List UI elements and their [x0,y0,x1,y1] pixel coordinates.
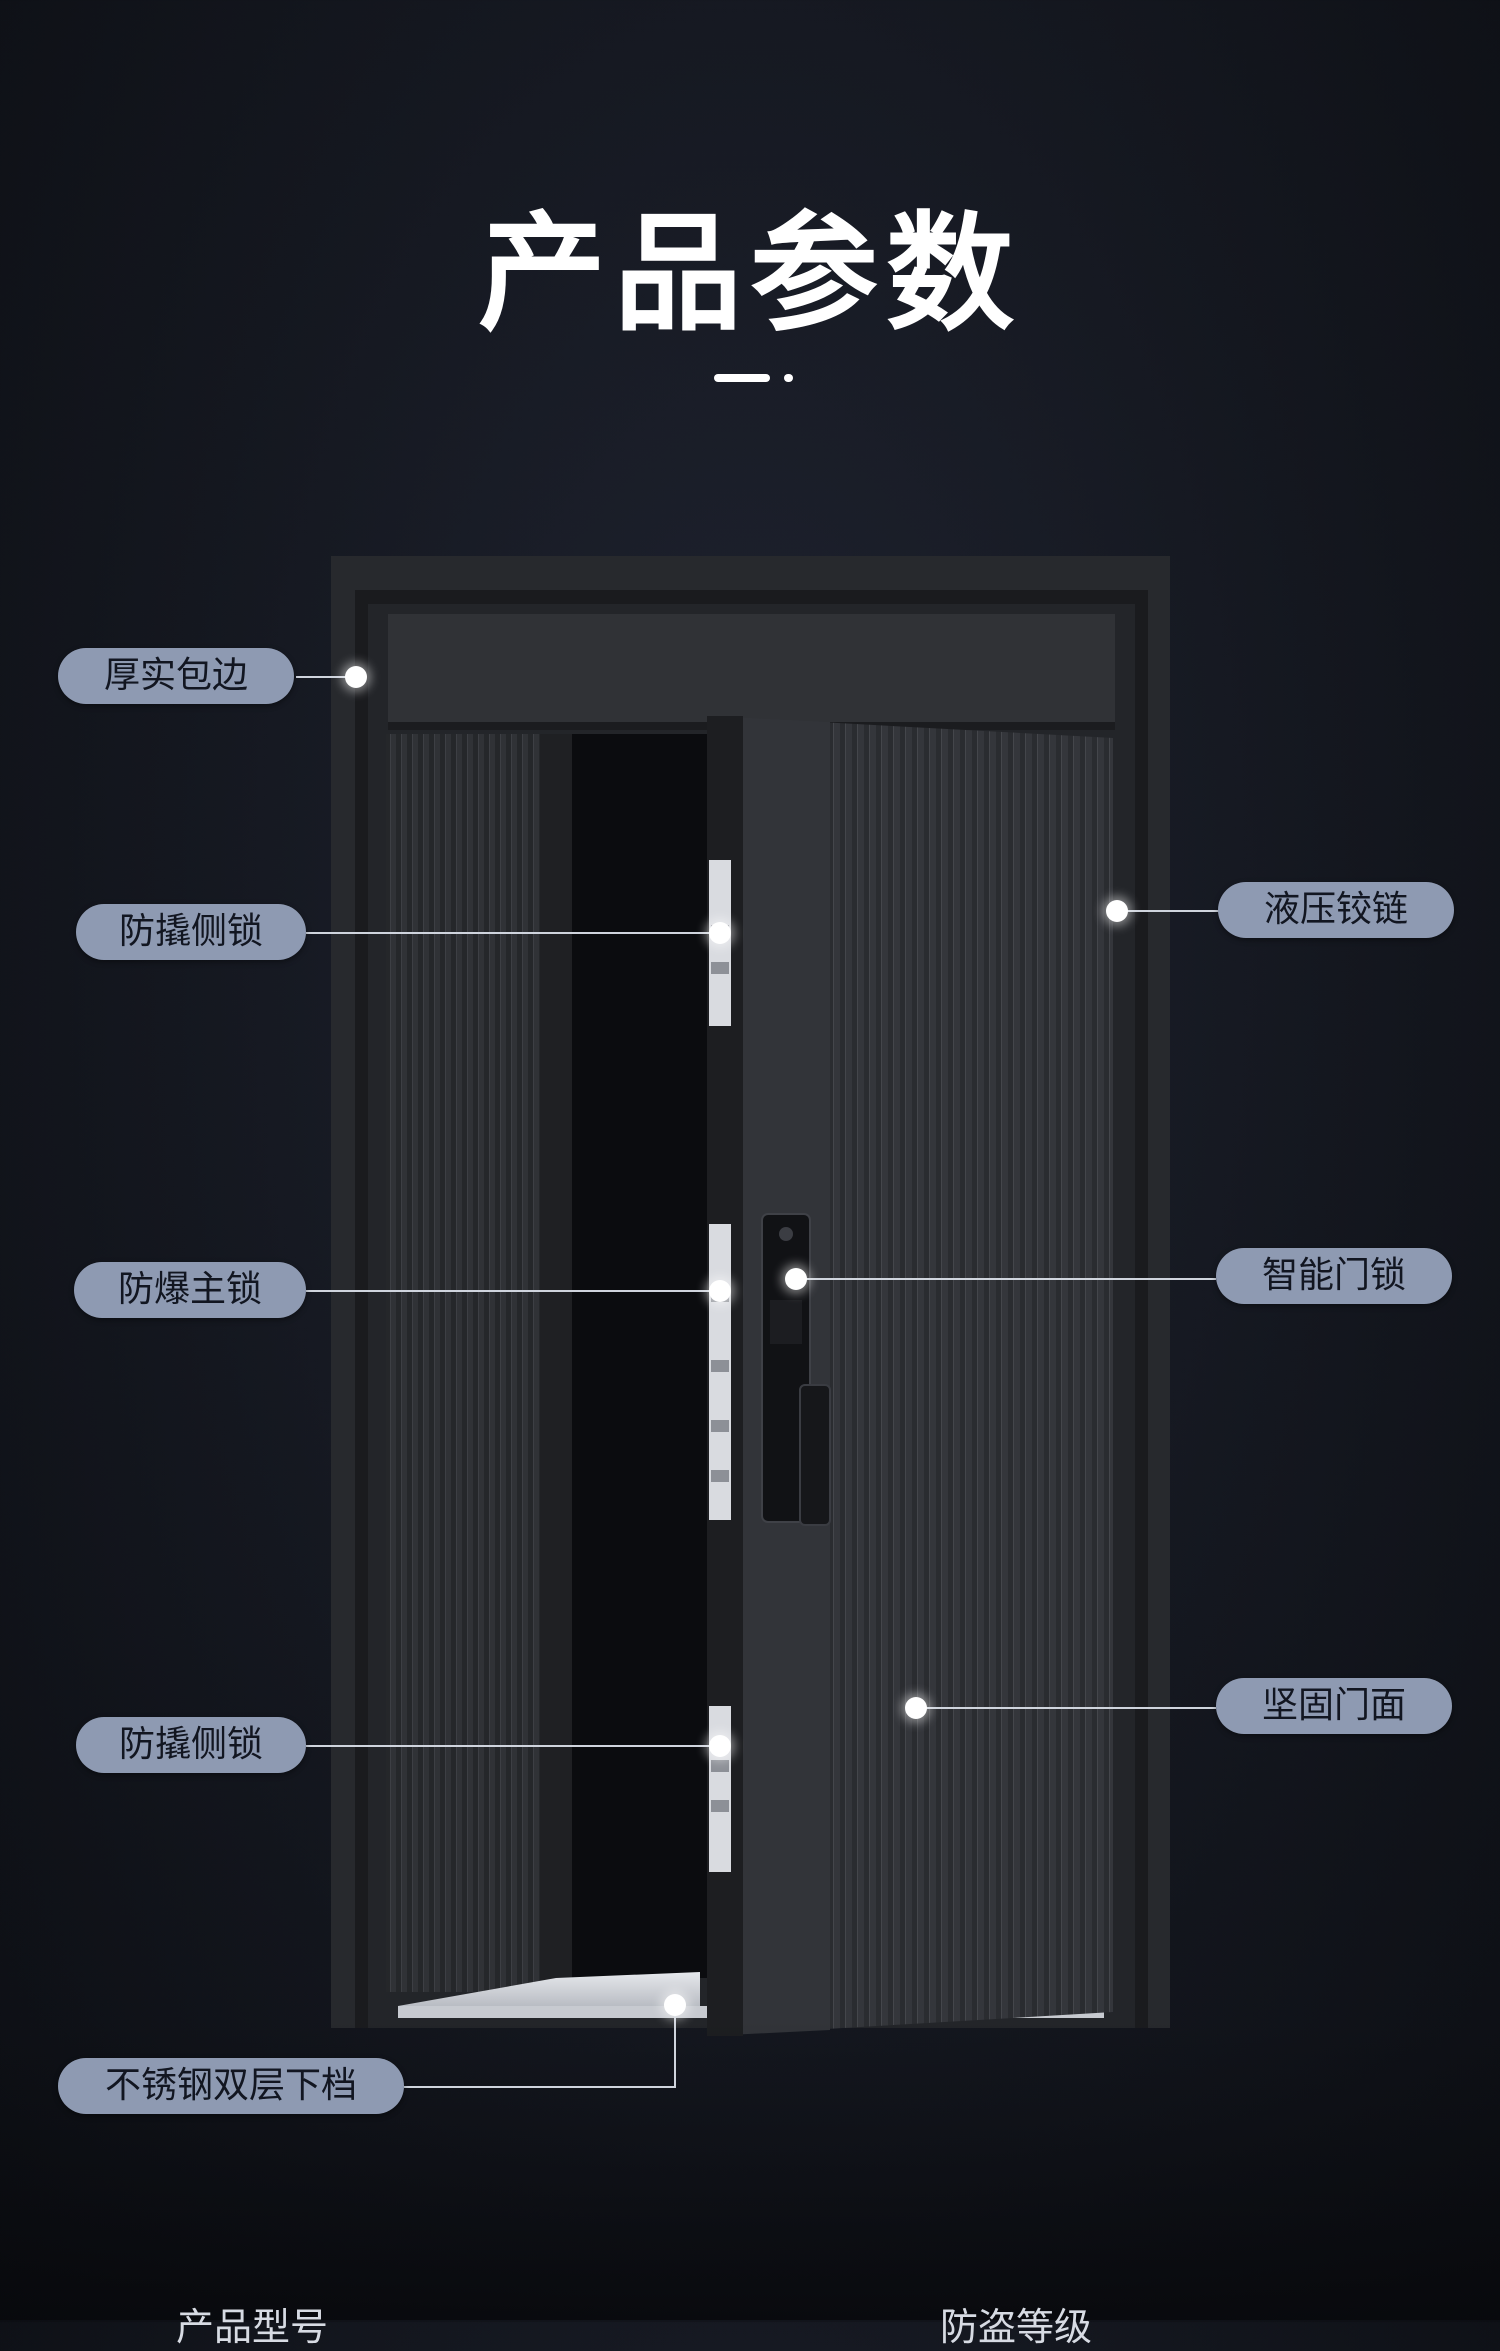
connector-threshold-horizontal [404,2086,676,2088]
connector-side-lock-top [306,932,720,934]
hotspot-hydraulic-hinge[interactable] [1106,900,1128,922]
page-title: 产品参数 [477,200,1022,349]
hotspot-main-lock[interactable] [709,1280,731,1302]
hotspot-stainless-threshold[interactable] [664,1994,686,2016]
connector-hydraulic-hinge [1116,910,1220,912]
connector-threshold-vertical [674,2004,676,2088]
callout-side-lock-top: 防撬侧锁 [76,904,306,960]
callout-stainless-threshold: 不锈钢双层下档 [58,2058,404,2114]
callout-thick-edge: 厚实包边 [58,648,294,704]
connector-thick-edge [296,676,356,678]
callout-main-lock: 防爆主锁 [74,1262,306,1318]
smart-lock-handle [799,1384,831,1526]
connector-main-lock [306,1290,720,1292]
door-opening [572,734,707,1978]
connector-side-lock-bottom [306,1745,720,1747]
title-underline-dot [784,374,793,382]
spec-label-security-grade: 防盗等级 [940,2305,1093,2349]
hotspot-smart-lock[interactable] [785,1268,807,1290]
title-underline-dash [714,374,770,382]
callout-side-lock-bottom: 防撬侧锁 [76,1717,306,1773]
hotspot-side-lock-top[interactable] [709,922,731,944]
lock-strip-bottom [709,1706,731,1872]
callout-sturdy-panel: 坚固门面 [1216,1678,1452,1734]
callout-hydraulic-hinge: 液压铰链 [1218,882,1454,938]
hotspot-side-lock-bottom[interactable] [709,1735,731,1757]
hotspot-sturdy-panel[interactable] [905,1697,927,1719]
hotspot-thick-edge[interactable] [345,666,367,688]
door-transom [388,614,1115,722]
connector-sturdy-panel [916,1707,1216,1709]
callout-smart-lock: 智能门锁 [1216,1248,1452,1304]
connector-smart-lock [796,1278,1216,1280]
smart-lock-body [761,1213,811,1523]
spec-label-model: 产品型号 [176,2305,329,2349]
